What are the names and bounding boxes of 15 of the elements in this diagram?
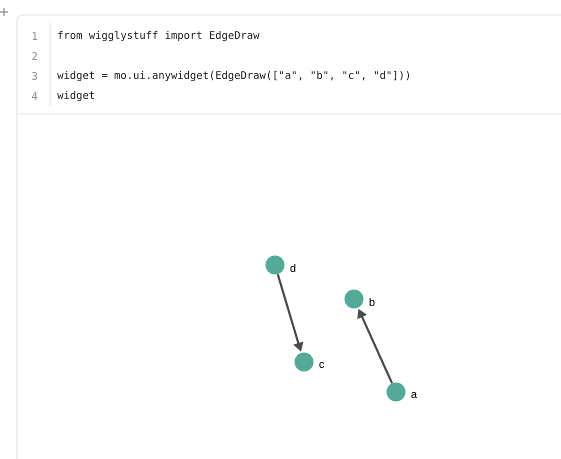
line-number: 1 (32, 32, 38, 40)
node-label: b (370, 298, 375, 306)
code-line: widget (57, 90, 94, 102)
line-number: 2 (32, 52, 37, 60)
node-label: c (319, 362, 324, 368)
node-label: d (290, 264, 296, 272)
line-number: 4 (32, 92, 38, 100)
code-line: widget = mo.ui.anywidget(EdgeDraw(["a", "b", "c", "d"])) (57, 70, 409, 82)
graph-node (266, 256, 284, 274)
graph-node (294, 352, 314, 372)
line-number: 3 (32, 72, 37, 80)
graph-node (386, 382, 406, 402)
node-label: a (411, 392, 418, 398)
graph-node (344, 290, 364, 308)
code-line: from wigglystuff import EdgeDraw (58, 30, 260, 42)
